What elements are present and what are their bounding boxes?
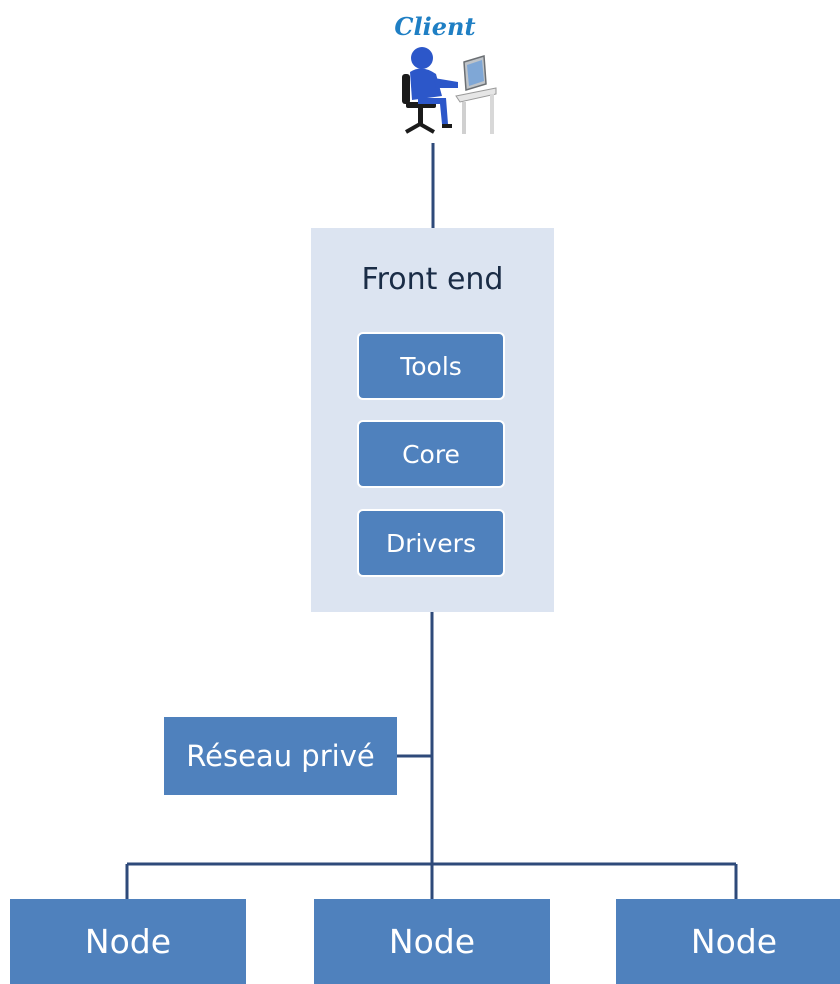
module-core: Core: [357, 420, 505, 488]
node-box-1: Node: [10, 899, 246, 984]
private-network-label: Réseau privé: [164, 717, 397, 795]
frontend-title: Front end: [361, 262, 504, 297]
node-box-2: Node: [314, 899, 550, 984]
frontend-container: Front end Tools Core Drivers: [311, 228, 554, 612]
module-tools: Tools: [357, 332, 505, 400]
module-drivers: Drivers: [357, 509, 505, 577]
client-label: Client: [394, 12, 476, 41]
user-at-computer-icon: [402, 47, 497, 134]
node-box-3: Node: [616, 899, 840, 984]
